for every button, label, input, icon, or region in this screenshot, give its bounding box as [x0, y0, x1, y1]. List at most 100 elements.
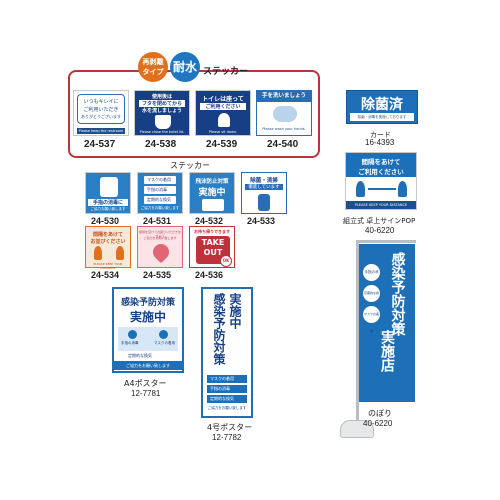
code-24-534: 24-534: [91, 270, 120, 280]
toilet-lid-icon: [155, 115, 171, 129]
code-24-536: 24-536: [195, 270, 224, 280]
sticker-24-534-line2: お並びください: [90, 239, 126, 245]
sticker-24-539-line2: ご利用ください: [200, 103, 246, 110]
poster-4go-title1-text: 感染予防: [212, 293, 226, 341]
banner-code: 40-6220: [363, 419, 393, 428]
code-24-531: 24-531: [143, 216, 172, 226]
spray-bottle-icon: [258, 194, 270, 211]
hand-icon: [128, 330, 137, 339]
sticker-24-530-line1: 手指の消毒に: [88, 199, 128, 206]
a4-poster-item2: マスクの着用: [154, 341, 175, 345]
card-sub: 除菌・消毒を実施しております: [350, 113, 414, 121]
sitting-person-icon: [218, 113, 230, 127]
sticker-24-537-line1: いつもキレイに: [83, 99, 119, 105]
pop-label: 組立式 卓上サインPOP: [343, 217, 416, 225]
sticker-24-534-line1: 間隔をあけて: [92, 232, 123, 238]
code-24-535: 24-535: [143, 270, 172, 280]
distance-arrow-icon: [368, 188, 396, 190]
sticker-24-536: お持ち帰りできます TAKE OUT OK: [189, 226, 235, 268]
pop-code: 40-6220: [365, 226, 395, 235]
sticker-24-533-line1: 除菌・清掃: [250, 178, 278, 184]
sticker-24-540-line1: 手を洗いましょう: [257, 91, 311, 102]
poster-4go-code: 12-7782: [212, 433, 242, 442]
sanitizer-icon: [100, 177, 118, 197]
code-24-537: 24-537: [84, 139, 116, 150]
sticker-24-531: マスクの着用 手指の消毒 定期的な換気 ご協力をお願い致します: [137, 172, 183, 214]
sticker-24-537-footer: Please keep the restroom clean.: [77, 128, 125, 139]
sticker-24-530-line2: ご協力お願い致します: [90, 207, 126, 211]
sticker-24-537-line2: ご利用いただき: [83, 107, 119, 113]
code-24-539: 24-539: [206, 139, 238, 150]
banner-flag: 手指の消毒 定期的な換気 マスクの着用 感染予防対策: [359, 244, 415, 402]
a4-poster-item1: 手指の消毒: [121, 341, 139, 345]
sticker-24-540-footer: Please wash your hands.: [262, 127, 306, 131]
sticker-24-536-out: OUT: [203, 248, 223, 257]
card-product: 除菌済 除菌・消毒を実施しております: [346, 90, 418, 124]
banner-item3: マスクの着用: [363, 306, 380, 333]
sticker-24-533-line2: 徹底しています: [245, 184, 283, 190]
handwash-icon: [273, 106, 297, 122]
sticker-24-539-footer: Please sit down.: [208, 130, 238, 134]
poster-4go-title3: 実施中: [228, 293, 242, 329]
banner-item1: 手指の消毒: [363, 264, 380, 291]
poster-4go-item1: マスクの着用: [207, 375, 247, 383]
code-24-530: 24-530: [91, 216, 120, 226]
sticker-24-538-line2: フタを閉めてから: [139, 100, 185, 107]
sticker-24-531-line3: 定期的な換気: [144, 196, 176, 204]
a4-poster: 感染予防対策 実施中 手指の消毒 マスクの着用 定期的な換気 ご協力をお願い致し…: [112, 287, 184, 373]
a4-poster-footer: ご協力をお願い致します: [114, 361, 182, 370]
waterproof-badge-text: 耐水: [172, 60, 197, 74]
sticker-24-535: 間隔を空けてお座りいただきますよう ご協力をお願い致します: [137, 226, 183, 268]
banner-pole: [356, 240, 359, 420]
a4-poster-title: 感染予防対策: [120, 298, 175, 308]
sticker-24-539-line1: トイレは座って: [202, 96, 244, 103]
sticker-24-535-line2: ご協力をお願い致します: [143, 236, 177, 240]
waterproof-badge: 耐水: [170, 52, 200, 82]
poster-4go-item2: 手指の消毒: [207, 385, 247, 393]
poster-4go-label: 4号ポスター: [207, 423, 253, 432]
person-icon: [116, 246, 124, 260]
a4-poster-item3: 定期的な換気: [128, 353, 152, 358]
pop-line2: ご利用ください: [358, 168, 404, 176]
banner-base: [340, 420, 374, 438]
pop-line1: 間隔をあけて: [361, 158, 401, 166]
poster-4go-title2-text: 対策: [212, 341, 226, 365]
banner-top-rod: [356, 240, 416, 243]
partition-icon: [202, 199, 224, 211]
removable-badge-text: 再剥離: [142, 58, 164, 66]
sticker-24-538-line3: 水を流しましょう: [141, 108, 182, 114]
sticker-24-536-line1: お持ち帰りできます: [194, 229, 230, 234]
sticker-24-538: 使用後は フタを閉めてから 水を流しましょう Please close the …: [134, 90, 190, 136]
banner-label: のぼり: [368, 409, 392, 418]
heart-icon: [149, 240, 173, 264]
sticker-24-537-line3: ありがとうございます: [81, 114, 121, 119]
pop-footer: PLEASE KEEP YOUR DISTANCE: [346, 201, 416, 209]
sticker-24-537: いつもキレイに ご利用いただき ありがとうございます Please keep t…: [73, 90, 129, 139]
code-24-538: 24-538: [145, 139, 177, 150]
mask-icon: [159, 330, 168, 339]
banner-title3: 実施店: [379, 330, 395, 372]
pop-sign: 間隔をあけて ご利用ください PLEASE KEEP YOUR DISTANCE: [345, 152, 417, 210]
sticker-24-531-line2: 手指の消毒: [144, 186, 176, 194]
sticker-24-534: 間隔をあけて お並びください PLEASE KEEP YOUR DISTANCE: [85, 226, 131, 270]
sticker-24-540: 手を洗いましょう Please wash your hands.: [256, 90, 312, 136]
mid-group-title: ステッカー: [170, 161, 210, 170]
sticker-24-533: 除菌・清掃 徹底しています: [241, 172, 287, 214]
sticker-24-532: 飛沫防止対策 実施中: [189, 172, 235, 214]
sticker-24-536-take: TAKE: [201, 238, 225, 247]
poster-4go-item3: 定期的な換気: [207, 395, 247, 403]
sticker-24-538-footer: Please close the toilet lid.: [139, 130, 185, 134]
card-label: カード: [370, 131, 391, 139]
code-24-532: 24-532: [195, 216, 224, 226]
person-icon: [94, 246, 102, 260]
a4-poster-sub: 実施中: [129, 310, 166, 324]
sticker-24-532-line2: 実施中: [198, 188, 226, 198]
pop-header: 間隔をあけて ご利用ください: [346, 153, 416, 177]
sticker-24-539: トイレは座って ご利用ください Please sit down.: [195, 90, 251, 136]
sticker-24-536-ok: OK: [220, 255, 232, 267]
sticker-24-538-line1: 使用後は: [151, 94, 172, 100]
person-icon: [398, 181, 407, 197]
sticker-24-534-footer: PLEASE KEEP YOUR DISTANCE: [93, 262, 123, 270]
sticker-24-532-line1: 飛沫防止対策: [195, 179, 229, 185]
poster-4go-footer: ご協力をお願い致します: [207, 406, 247, 410]
